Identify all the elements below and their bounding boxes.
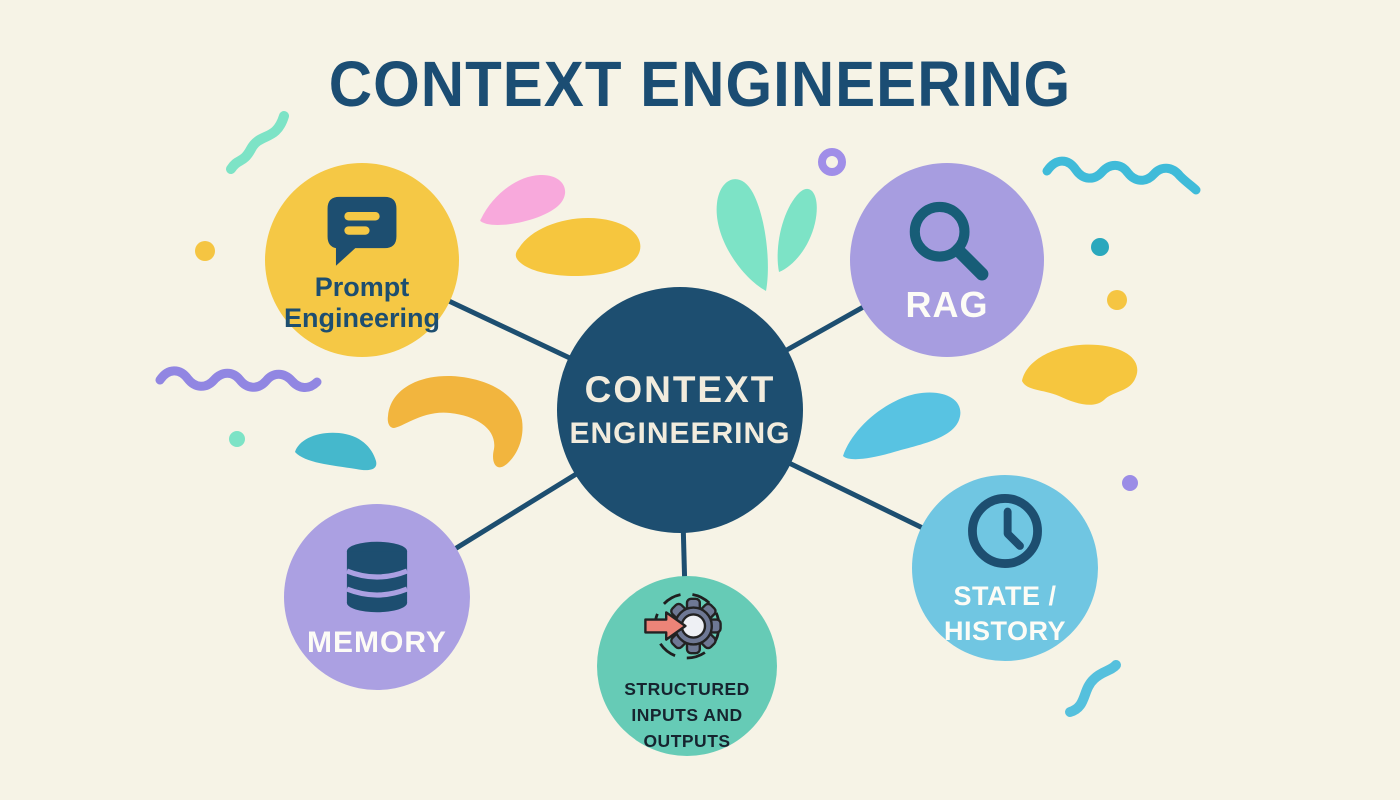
hub-label-line2: ENGINEERING — [569, 417, 791, 450]
mint-leaf-large — [716, 179, 768, 291]
node-rag: RAG — [850, 163, 1044, 357]
blue-wave-topright — [1042, 156, 1201, 195]
node-label-line3: OUTPUTS — [643, 731, 731, 752]
node-label-line2: INPUTS AND — [631, 704, 743, 725]
yellow-dot-left — [195, 241, 215, 261]
node-label-line1: Prompt — [314, 271, 410, 302]
node-label: Prompt Engineering — [284, 272, 440, 334]
node-state-history: STATE / HISTORY — [912, 475, 1098, 661]
yellow-blob-top — [515, 218, 641, 276]
node-label-line1: STRUCTURED — [624, 678, 750, 699]
yellow-crescent-left — [387, 375, 523, 468]
node-label-line1: STATE / — [953, 580, 1057, 611]
node-label-line2: HISTORY — [943, 616, 1067, 646]
purple-wave-left — [155, 366, 322, 392]
yellow-dot-right — [1107, 290, 1127, 310]
chat-bubble-icon — [327, 196, 397, 266]
purple-dot-right — [1122, 475, 1138, 491]
teal-blob-left — [295, 432, 377, 471]
node-prompt-engineering: Prompt Engineering — [265, 163, 459, 357]
page-title: CONTEXT ENGINEERING — [328, 48, 1072, 121]
node-label: RAG — [905, 284, 989, 325]
blue-blob-middle — [843, 392, 961, 460]
purple-ring — [818, 148, 846, 176]
node-label: MEMORY — [307, 626, 447, 659]
node-memory: MEMORY — [284, 504, 470, 690]
node-label: STATE / HISTORY — [944, 579, 1066, 649]
database-icon — [345, 541, 409, 613]
hub-label-line1: CONTEXT — [584, 369, 776, 410]
magnifier-icon — [909, 201, 989, 281]
node-context-engineering-hub: CONTEXT ENGINEERING — [557, 287, 803, 533]
node-structured-inputs-outputs: STRUCTURED INPUTS AND OUTPUTS — [597, 576, 777, 756]
mint-leaf-small — [777, 188, 817, 272]
pink-blob-top — [480, 174, 566, 225]
blue-squiggle-bottomright — [1065, 660, 1121, 717]
clock-icon — [968, 493, 1042, 568]
node-label-line2: Engineering — [283, 303, 440, 333]
node-label: STRUCTURED INPUTS AND OUTPUTS — [624, 676, 750, 755]
mint-dot-left — [229, 431, 245, 447]
yellow-blob-right — [1022, 344, 1138, 405]
gear-arrow-icon — [644, 592, 722, 660]
mint-squiggle-topleft — [226, 111, 289, 174]
teal-dot-right — [1091, 238, 1109, 256]
